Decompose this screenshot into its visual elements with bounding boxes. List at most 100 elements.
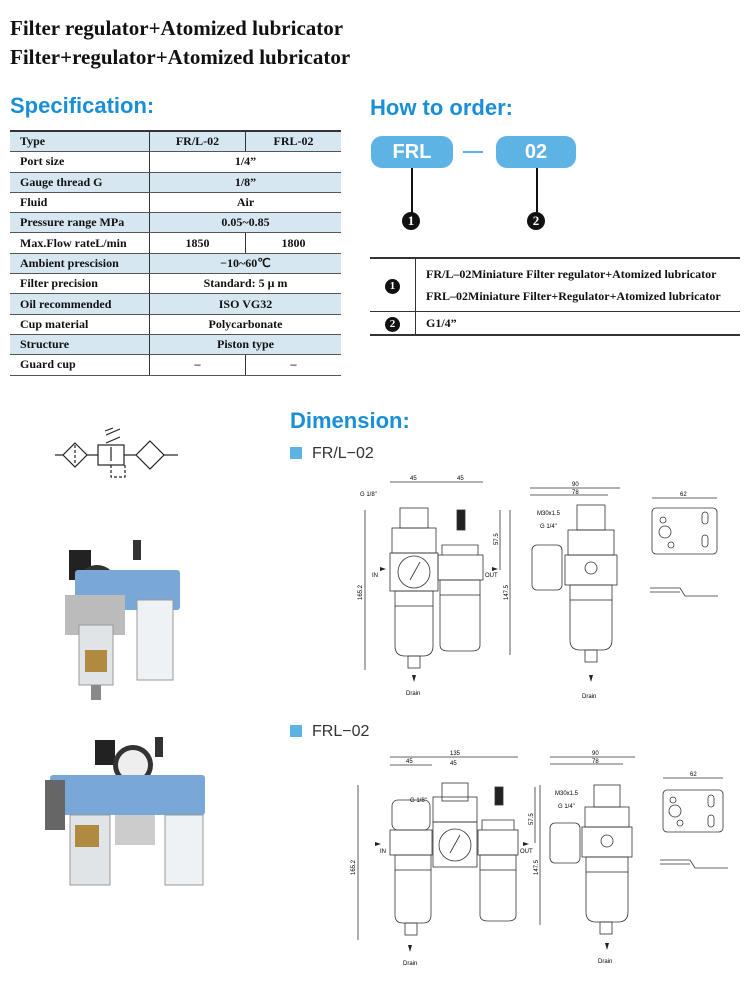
dim-label: 78 (572, 490, 579, 496)
dim-label: 78 (592, 759, 599, 765)
dim-label: 57.5 (529, 813, 535, 825)
code-pill-series: FRL (371, 136, 453, 168)
drain-label: Drain (403, 961, 417, 967)
out-label: OUT (485, 573, 498, 579)
row-value: 1850 (149, 232, 246, 254)
port-label: G 1/4" (558, 804, 575, 810)
drain-label: Drain (598, 959, 612, 965)
connector-line (536, 168, 538, 213)
dim-label: 90 (572, 482, 579, 488)
row-value: – (245, 354, 341, 376)
row-value: 1/8” (149, 172, 341, 193)
row-value: −10~60℃ (149, 253, 341, 275)
row-value: ISO VG32 (149, 293, 341, 315)
header-type: Type (10, 131, 150, 153)
row-value: Polycarbonate (149, 314, 341, 335)
dim-label: 90 (592, 751, 599, 757)
header-frl-02b: FRL-02 (245, 131, 341, 153)
order-row: 2 G1/4” (370, 311, 740, 336)
dim-label: 165.2 (358, 584, 364, 600)
title-line-1: Filter regulator+Atomized lubricator (10, 16, 344, 40)
dim-label: 147.5 (504, 584, 510, 600)
row-label: Oil recommended (10, 293, 150, 315)
marker-1-icon: 1 (402, 212, 420, 230)
row-label: Structure (10, 334, 150, 356)
dim-label: 135 (450, 751, 461, 757)
dim-label: 147.5 (534, 859, 540, 875)
row-label: Port size (10, 151, 150, 173)
dim-label: 165.2 (351, 859, 357, 875)
code-dash (463, 151, 483, 153)
option-text: G1/4” (415, 311, 740, 336)
code-pill-port: 02 (496, 136, 576, 168)
marker-2-icon: 2 (527, 212, 545, 230)
dim-label: 45 (410, 476, 417, 482)
row-value: – (149, 354, 246, 376)
dimension-drawing-fr-l-02: IN OUT Drain Drain G 1/8" M30x1.5 G 1/4"… (358, 476, 718, 700)
option-text: FR/L–02Miniature Filter regulator+Atomiz… (426, 267, 717, 281)
dimension-drawing-frl-02: IN OUT Drain Drain G 1/8" M30x1.5 G 1/4"… (351, 751, 728, 967)
marker-2-icon: 2 (385, 317, 400, 332)
square-bullet-icon (290, 725, 302, 737)
row-label: Gauge thread G (10, 172, 150, 193)
row-label: Pressure range MPa (10, 212, 150, 234)
title-line-2: Filter+regulator+Atomized lubricator (10, 45, 351, 69)
dim-label: 45 (406, 759, 413, 765)
in-label: IN (372, 573, 378, 579)
row-value: Standard: 5 μ m (149, 273, 341, 295)
square-bullet-icon (290, 447, 302, 459)
row-value: 1800 (245, 232, 341, 254)
table-row: Ambient prescision−10~60℃ (10, 253, 341, 275)
order-options-table: 1 FR/L–02Miniature Filter regulator+Atomi… (370, 257, 740, 336)
order-row: 1 FR/L–02Miniature Filter regulator+Atomi… (370, 258, 740, 312)
dimension-heading: Dimension: (290, 408, 410, 433)
model-name: FRL−02 (312, 723, 370, 740)
pneumatic-symbol-icon (55, 427, 178, 478)
marker-1-icon: 1 (385, 279, 400, 294)
row-label: Filter precision (10, 273, 150, 295)
drain-label: Drain (582, 694, 596, 700)
out-label: OUT (520, 849, 533, 855)
in-label: IN (380, 849, 386, 855)
specification-heading: Specification: (10, 93, 155, 118)
connector-line (411, 168, 413, 213)
row-label: Guard cup (10, 354, 150, 376)
row-value: Piston type (149, 334, 341, 356)
how-to-order-heading: How to order: (370, 95, 513, 120)
header-frl-02a: FR/L-02 (149, 131, 246, 153)
dim-label: 45 (450, 761, 457, 767)
table-row: Guard cup–– (10, 354, 341, 376)
model-name: FR/L−02 (312, 445, 374, 462)
dim-label: 57.5 (494, 533, 500, 545)
option-text: FRL–02Miniature Filter+Regulator+Atomize… (426, 289, 721, 303)
drain-label: Drain (406, 691, 420, 697)
thread-label: M30x1.5 (537, 511, 561, 517)
port-label: G 1/4" (540, 524, 557, 530)
row-label: Ambient prescision (10, 253, 150, 275)
thread-label: M30x1.5 (555, 791, 579, 797)
row-label: Fluid (10, 192, 150, 214)
gauge-thread-label: G 1/8" (360, 492, 377, 498)
row-value: 0.05~0.85 (149, 212, 341, 234)
gauge-thread-label: G 1/8" (410, 798, 427, 804)
row-value: Air (149, 192, 341, 214)
row-label: Max.Flow rateL/min (10, 232, 150, 254)
dim-label: 45 (457, 476, 464, 482)
model-label-frl-02: FRL−02 (290, 723, 369, 741)
product-photo-frl-3piece (45, 737, 205, 886)
product-photo-frl (65, 540, 180, 700)
dim-label: 62 (680, 492, 687, 498)
dim-label: 62 (690, 772, 697, 778)
